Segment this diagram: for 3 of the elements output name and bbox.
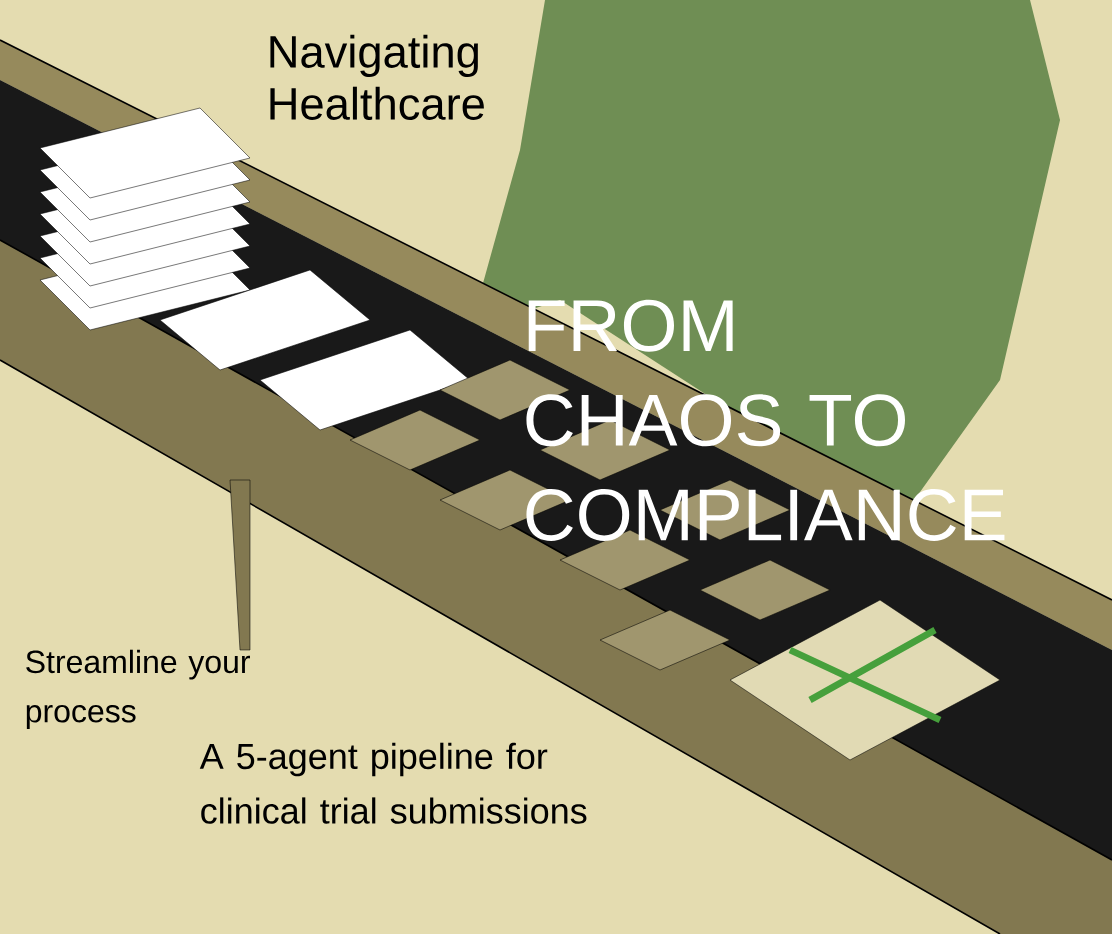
description: A 5-agent pipeline for clinical trial submissions xyxy=(199,742,587,824)
subtitle: Navigating Healthcare xyxy=(270,34,484,120)
tagline: Streamline your process xyxy=(26,649,250,729)
